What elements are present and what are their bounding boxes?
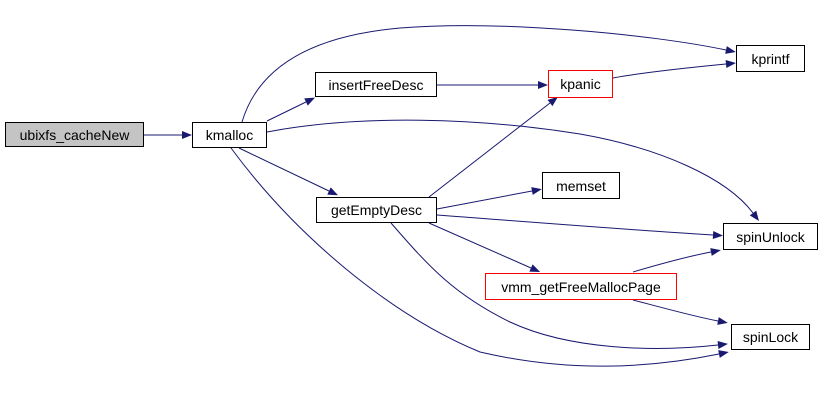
edge-getEmptyDesc-memset xyxy=(436,187,542,210)
node-getEmptyDesc[interactable]: getEmptyDesc xyxy=(316,197,437,223)
edge-kmalloc-insertFreeDesc xyxy=(266,97,315,122)
node-spinLock[interactable]: spinLock xyxy=(731,324,810,350)
edge-getEmptyDesc-kpanic xyxy=(428,96,558,198)
edge-kmalloc-spinLock xyxy=(230,147,729,367)
node-kprintf[interactable]: kprintf xyxy=(736,45,805,72)
node-insertFreeDesc[interactable]: insertFreeDesc xyxy=(315,72,437,97)
node-kpanic[interactable]: kpanic xyxy=(548,70,613,98)
edge-getEmptyDesc-vmm_getFreeMallocPage xyxy=(428,222,541,273)
edge-vmm_getFreeMallocPage-spinLock xyxy=(632,299,728,325)
edge-getEmptyDesc-spinLock xyxy=(390,222,728,349)
edge-kpanic-kprintf xyxy=(612,60,736,79)
node-ubixfs_cacheNew: ubixfs_cacheNew xyxy=(5,122,144,147)
node-memset[interactable]: memset xyxy=(542,172,620,199)
edge-kmalloc-kprintf xyxy=(241,25,736,123)
node-kmalloc[interactable]: kmalloc xyxy=(192,122,267,148)
edge-kmalloc-getEmptyDesc xyxy=(238,147,339,196)
edge-getEmptyDesc-spinUnlock xyxy=(436,214,723,239)
edge-kmalloc-spinUnlock xyxy=(266,119,759,222)
node-vmm_getFreeMallocPage[interactable]: vmm_getFreeMallocPage xyxy=(485,273,677,300)
edge-vmm_getFreeMallocPage-spinUnlock xyxy=(632,248,721,273)
node-spinUnlock[interactable]: spinUnlock xyxy=(723,223,818,250)
